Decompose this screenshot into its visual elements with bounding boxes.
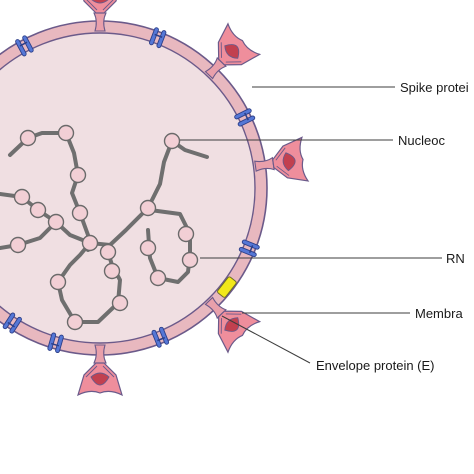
nucleocapsid-bead-icon bbox=[49, 273, 67, 291]
envelope-protein-label: Envelope protein (E) bbox=[316, 358, 435, 373]
rna-strand-segment-6 bbox=[0, 220, 58, 250]
nucleocapsid-bead-icon bbox=[66, 313, 84, 331]
nucleocapsid-bead-icon bbox=[99, 243, 117, 261]
nucleocapsid-bead-icon bbox=[149, 269, 167, 287]
nucleocapsid-bead-icon bbox=[69, 166, 87, 184]
nucleocapsid-bead-icon bbox=[29, 201, 47, 219]
rna-strand-segment-4 bbox=[146, 208, 192, 284]
rna-strand-segment-3 bbox=[88, 139, 209, 247]
nucleocapsid-bead-icon bbox=[57, 124, 75, 142]
rna-label: RN bbox=[446, 251, 465, 266]
envelope-protein-icon bbox=[217, 276, 237, 298]
nucleocapsid-bead-icon bbox=[111, 294, 129, 312]
nucleocapsid-bead-icon bbox=[181, 251, 199, 269]
nucleocapsid-bead-icon bbox=[13, 188, 31, 206]
nucleocapsid-bead-icon bbox=[139, 199, 157, 217]
nucleocapsid-bead-icon bbox=[163, 132, 181, 150]
nucleocapsid-bead-icon bbox=[47, 213, 65, 231]
envelope-callout-line bbox=[221, 315, 311, 364]
nucleocapsid-label: Nucleoc bbox=[398, 133, 445, 148]
membrane-protein-label: Membra bbox=[415, 306, 463, 321]
nucleocapsid-bead-icon bbox=[139, 239, 157, 257]
nucleocapsid-bead-icon bbox=[19, 129, 37, 147]
spike-protein-label: Spike protei bbox=[400, 80, 469, 95]
nucleocapsid-bead-icon bbox=[177, 225, 195, 243]
nucleocapsid-bead-icon bbox=[103, 262, 121, 280]
nucleocapsid-bead-icon bbox=[9, 236, 27, 254]
rna-genome bbox=[0, 124, 209, 331]
nucleocapsid-bead-icon bbox=[81, 234, 99, 252]
nucleocapsid-bead-icon bbox=[71, 204, 89, 222]
